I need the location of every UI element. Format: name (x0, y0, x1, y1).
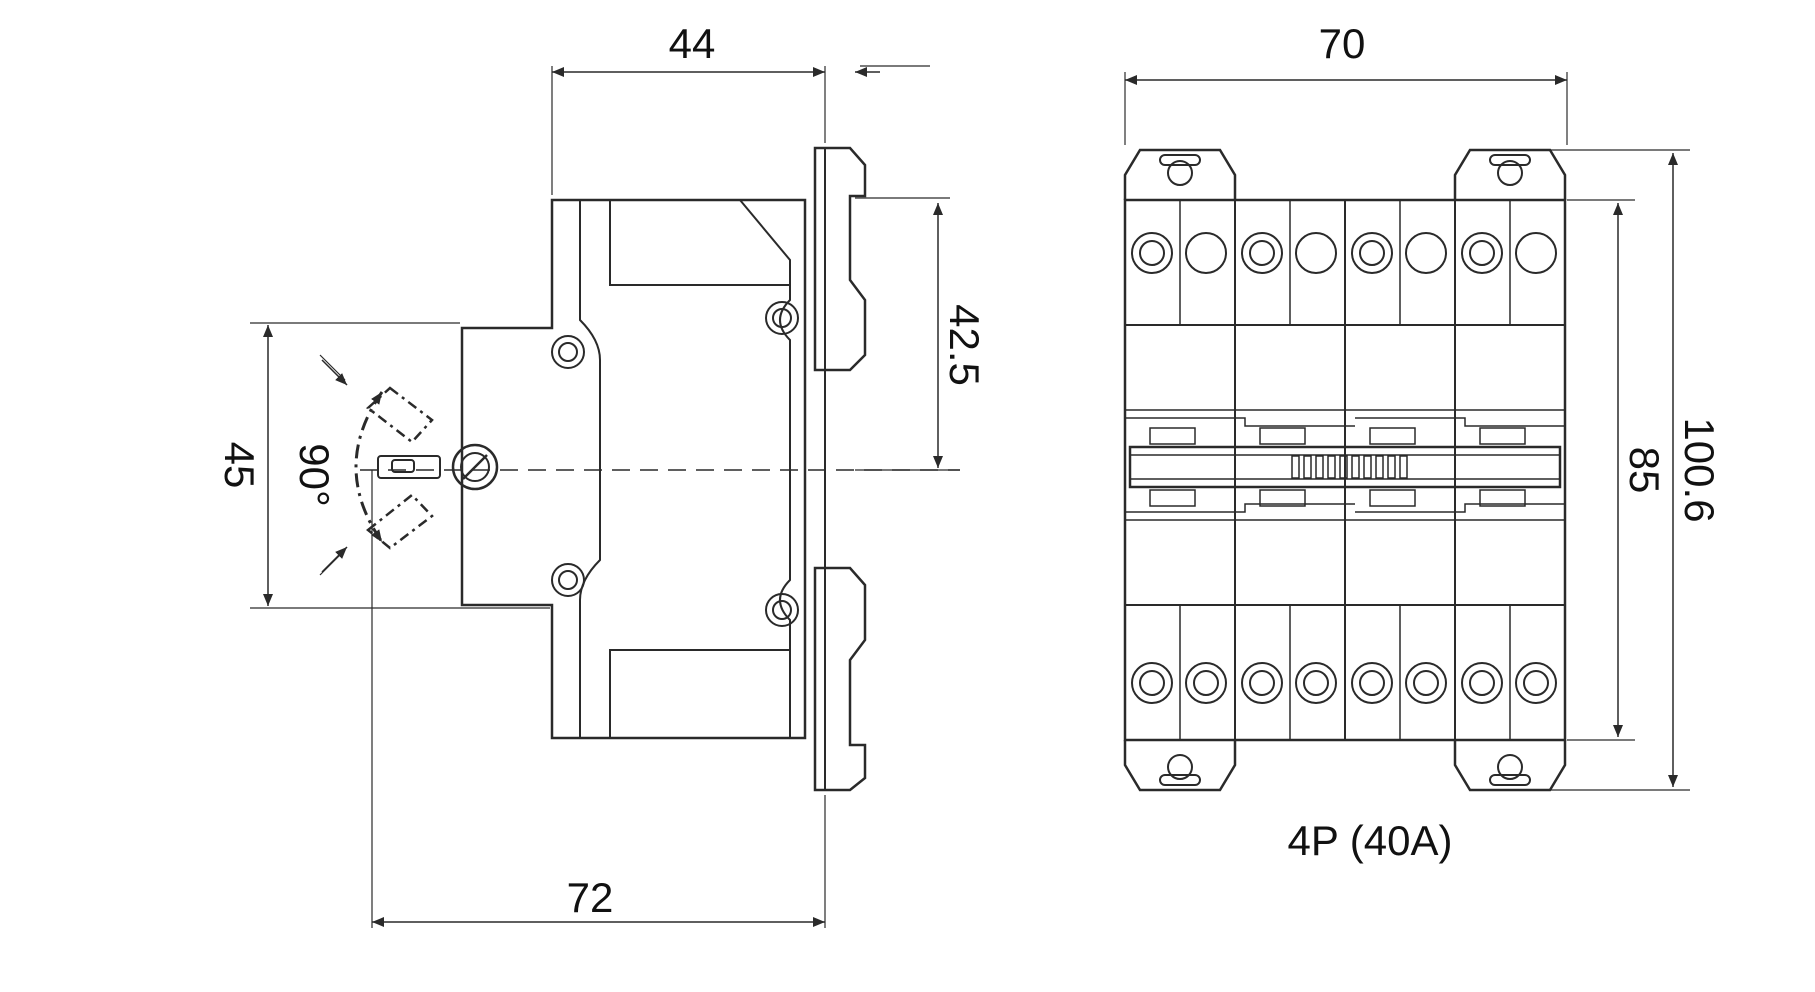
front-top-terminals (1131, 232, 1557, 274)
dim-label-70: 70 (1319, 20, 1366, 67)
front-top-tab-left (1123, 148, 1237, 200)
terminal-screw-icon (1295, 662, 1337, 704)
side-rotation-arc (354, 391, 384, 543)
side-view: 44 42.5 45 90° 72 (216, 20, 988, 928)
dim-label-45: 45 (216, 442, 263, 489)
terminal-screw-icon (1461, 232, 1503, 274)
side-din-clip-top (813, 146, 867, 372)
side-screw-2 (551, 563, 585, 597)
terminal-hole-icon (1515, 232, 1557, 274)
front-top-tab-right (1453, 148, 1567, 200)
dim-label-90-deg: 90° (291, 443, 338, 507)
terminal-screw-icon (1515, 662, 1557, 704)
terminal-screw-icon (1185, 662, 1227, 704)
front-view-caption: 4P (40A) (1288, 817, 1453, 864)
side-lever-off (366, 493, 434, 550)
terminal-screw-icon (1131, 232, 1173, 274)
terminal-screw-icon (1461, 662, 1503, 704)
dim-label-85: 85 (1621, 447, 1668, 494)
terminal-screw-icon (1351, 662, 1393, 704)
terminal-hole-icon (1295, 232, 1337, 274)
dim-label-42-5: 42.5 (941, 304, 988, 386)
terminal-hole-icon (1405, 232, 1447, 274)
side-body-outline (460, 198, 807, 740)
terminal-screw-icon (1241, 232, 1283, 274)
front-bottom-terminals (1131, 662, 1557, 704)
terminal-screw-icon (1405, 662, 1447, 704)
front-bottom-tab-left (1123, 740, 1237, 792)
side-lower-window (609, 649, 791, 738)
front-handle-ribs (1291, 455, 1408, 479)
terminal-hole-icon (1185, 232, 1227, 274)
side-knob (451, 443, 499, 491)
terminal-screw-icon (1131, 662, 1173, 704)
dim-label-72: 72 (567, 874, 614, 921)
terminal-screw-icon (1241, 662, 1283, 704)
dim-label-100-6: 100.6 (1676, 417, 1723, 522)
front-bottom-tab-right (1453, 740, 1567, 792)
front-handle-bar (1128, 445, 1562, 489)
dim-label-44: 44 (669, 20, 716, 67)
front-view: 70 85 100.6 4P (40A) (1123, 20, 1723, 864)
side-screw-3 (765, 301, 799, 335)
side-screw-1 (551, 335, 585, 369)
side-inner-rib (579, 200, 601, 738)
terminal-screw-icon (1351, 232, 1393, 274)
side-upper-window (609, 199, 791, 286)
side-din-clip-bottom (813, 566, 867, 792)
side-screw-4 (765, 593, 799, 627)
